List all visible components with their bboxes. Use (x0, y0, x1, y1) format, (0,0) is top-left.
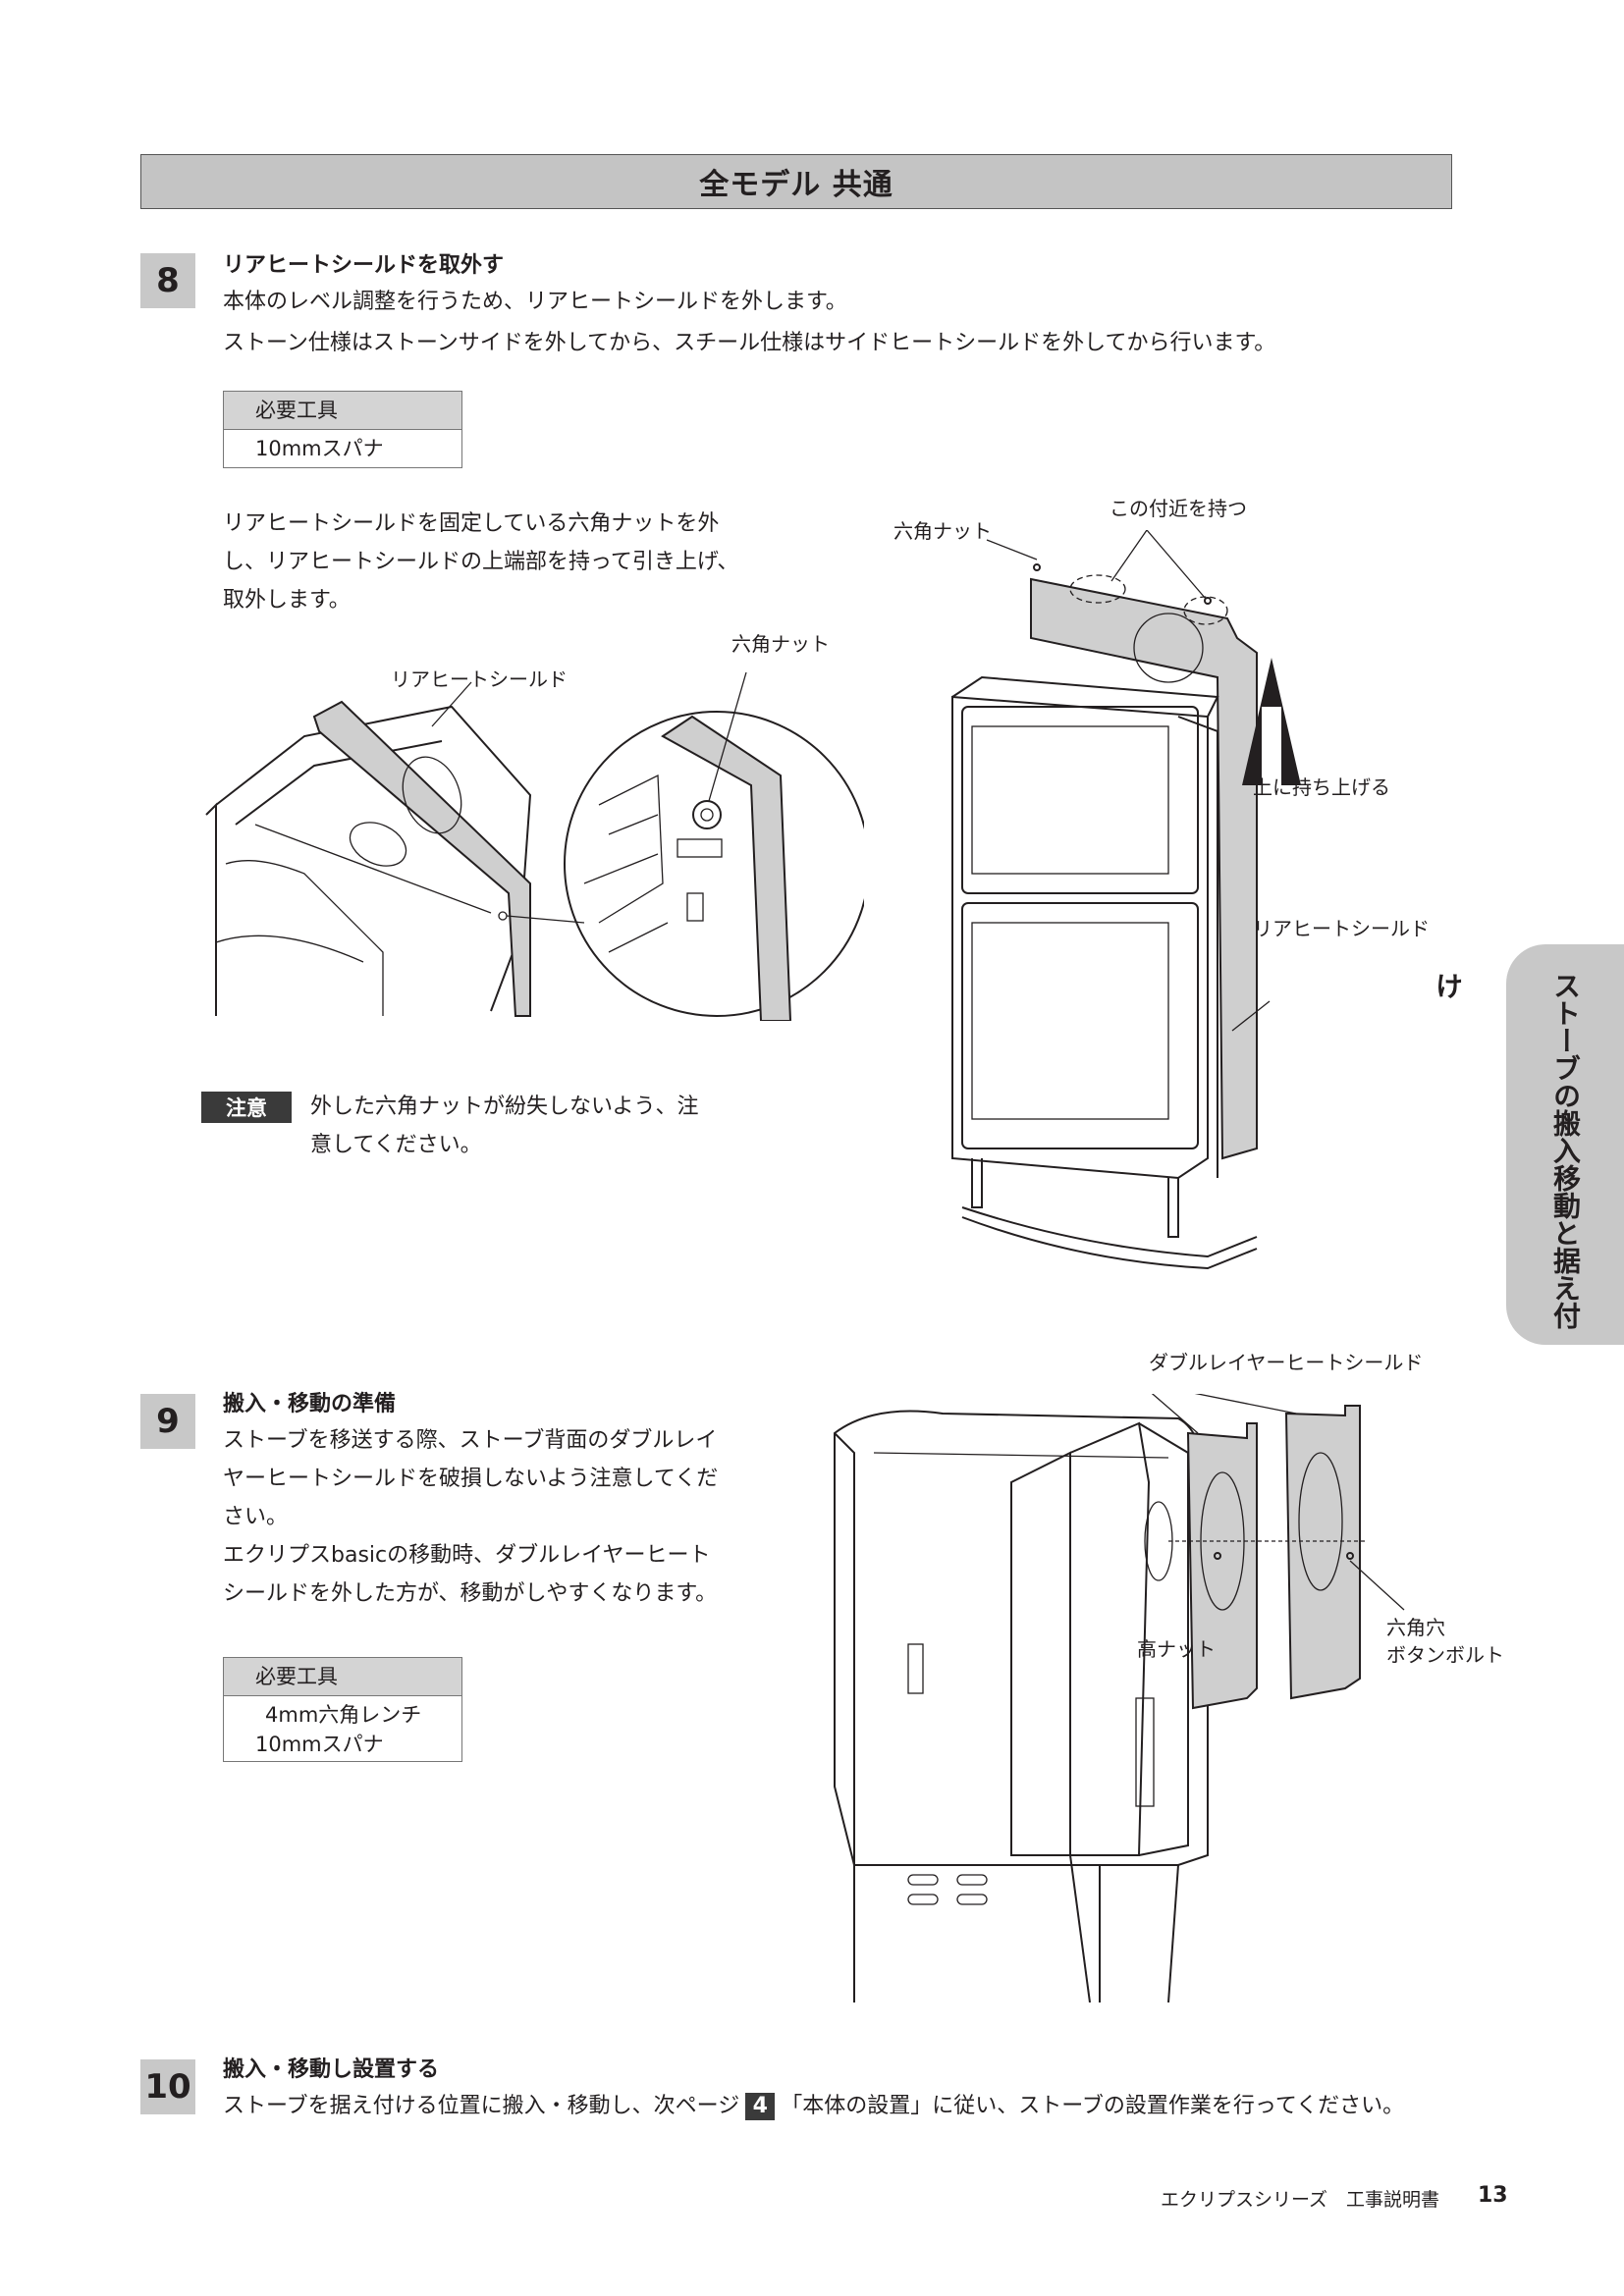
step-8-line-2: ストーン仕様はストーンサイドを外してから、スチール仕様はサイドヒートシールドを外… (223, 331, 1276, 355)
step-9-desc-line: ストーブを移送する際、ストーブ背面のダブルレイ (223, 1428, 718, 1453)
chapter-side-tab-label: ストーブの搬入移動と据え付け (1432, 972, 1582, 1329)
tool-item: 10mmスパナ (255, 437, 384, 460)
footer-page-number: 13 (1478, 2183, 1508, 2208)
label-button-bolt: ボタンボルト (1386, 1643, 1504, 1667)
label-hex-nut-right: 六角ナット (893, 519, 992, 543)
caution-line: 意してください。 (310, 1133, 482, 1157)
step-10-ref-number: 4 (745, 2093, 776, 2120)
stove-lift-shield-illustration (951, 530, 1301, 1270)
step-9-desc-line: ヤーヒートシールドを破損しないよう注意してくだ (223, 1467, 719, 1491)
double-layer-shield-illustration (834, 1394, 1405, 2002)
step-9-desc-line: シールドを外した方が、移動がしやすくなります。 (223, 1581, 718, 1606)
label-rear-heat-shield-left: リアヒートシールド (391, 667, 568, 691)
step-8-line-1: 本体のレベル調整を行うため、リアヒートシールドを外します。 (223, 290, 847, 314)
step-8-desc-line: 取外します。 (223, 588, 351, 613)
step-9-desc-line: さい。 (223, 1505, 289, 1529)
label-lift-up: 上に持ち上げる (1253, 775, 1390, 799)
step-8-desc-line: リアヒートシールドを固定している六角ナットを外 (223, 511, 720, 536)
step-8-desc: リアヒートシールドを固定している六角ナットを外 し、リアヒートシールドの上端部を… (223, 505, 738, 619)
label-rear-heat-shield-right: リアヒートシールド (1253, 917, 1430, 940)
step-10-text-after: 「本体の設置」に従い、ストーブの設置作業を行ってください。 (781, 2094, 1405, 2118)
step-9-desc: ストーブを移送する際、ストーブ背面のダブルレイ ヤーヒートシールドを破損しないよ… (223, 1421, 718, 1613)
tool-item: 4mm六角レンチ (265, 1703, 422, 1727)
step-8-title: リアヒートシールドを取外す (223, 253, 505, 278)
caution-badge: 注意 (201, 1092, 292, 1123)
step-10-text-before: ストーブを据え付ける位置に搬入・移動し、次ページ (223, 2094, 740, 2118)
label-hold-here: この付近を持つ (1110, 497, 1247, 520)
step-9-title: 搬入・移動の準備 (223, 1392, 397, 1416)
label-hex-nut-zoom: 六角ナット (731, 632, 830, 656)
step-8-tools-table: 必要工具 10mmスパナ (223, 391, 462, 468)
chapter-side-tab: ストーブの搬入移動と据え付け (1432, 944, 1624, 1345)
tool-item: 10mmスパナ (255, 1733, 384, 1756)
section-title: 全モデル 共通 (699, 168, 893, 202)
step-9-number: 9 (140, 1394, 195, 1449)
caution-line: 外した六角ナットが紛失しないよう、注 (310, 1095, 699, 1119)
step-8-desc-line: し、リアヒートシールドの上端部を持って引き上げ、 (223, 550, 739, 574)
label-tall-nut: 高ナット (1137, 1637, 1216, 1661)
step-9-desc-line: エクリプスbasicの移動時、ダブルレイヤーヒート (223, 1543, 711, 1568)
step-8-number: 8 (140, 253, 195, 308)
section-title-banner: 全モデル 共通 (140, 154, 1452, 209)
rear-shield-closeup-illustration (205, 671, 864, 1021)
step-9-tools-table: 必要工具 4mm六角レンチ 10mmスパナ (223, 1657, 462, 1762)
step-10-title: 搬入・移動し設置する (223, 2057, 440, 2082)
step-10-number: 10 (140, 2059, 195, 2114)
label-hex-hole: 六角穴 (1386, 1616, 1445, 1639)
tools-header: 必要工具 (224, 1658, 461, 1696)
footer-doc-name: エクリプスシリーズ 工事説明書 (1161, 2189, 1440, 2211)
label-double-layer-heat-shield: ダブルレイヤーヒートシールド (1149, 1351, 1424, 1374)
caution-text: 外した六角ナットが紛失しないよう、注 意してください。 (310, 1088, 699, 1164)
tools-header: 必要工具 (224, 392, 461, 430)
